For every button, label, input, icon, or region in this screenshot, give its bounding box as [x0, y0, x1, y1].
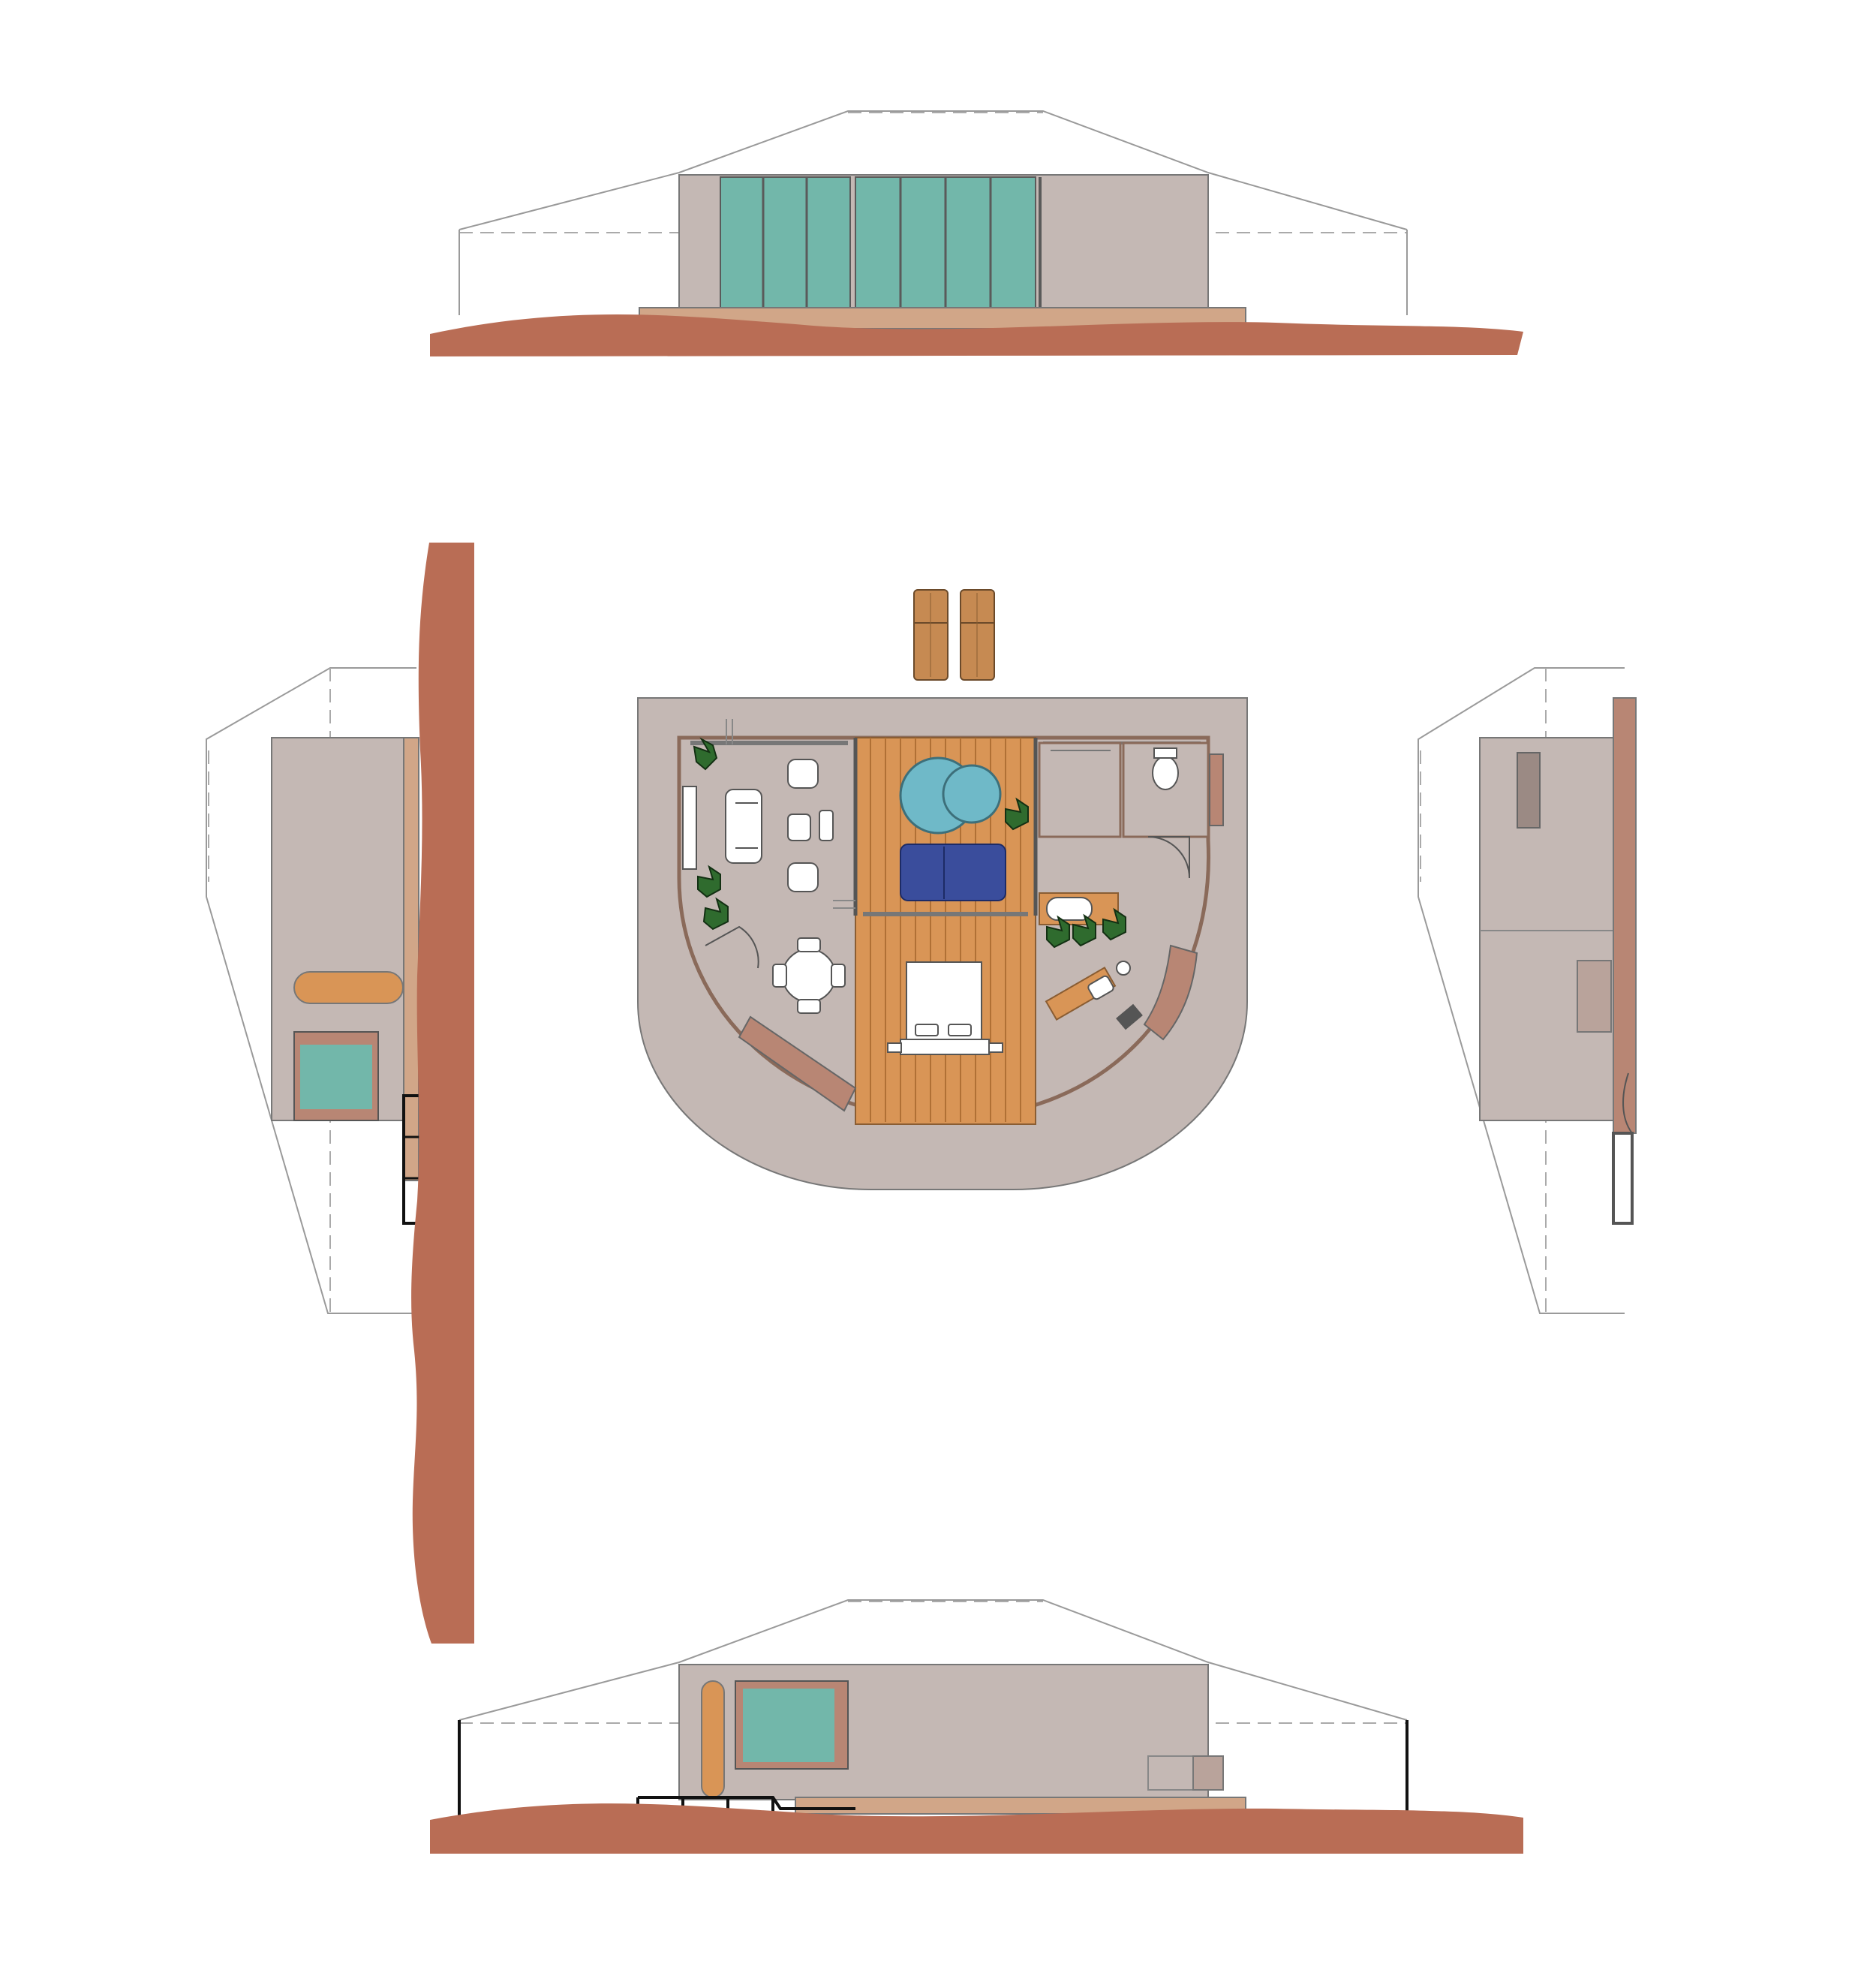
- armchair-icon-2: [787, 862, 819, 892]
- east-stair: [1612, 1132, 1634, 1225]
- east-vanity-box: [1577, 960, 1612, 1033]
- entry-door-swing: [705, 925, 759, 969]
- west-bench: [293, 971, 404, 1004]
- north-elevation: [430, 110, 1523, 356]
- south-canopy-outline: [458, 1599, 1408, 1721]
- west-ground: [411, 543, 474, 1644]
- west-elevation: [206, 543, 474, 1644]
- north-canopy-outline: [458, 110, 1408, 230]
- south-ground: [430, 1803, 1523, 1854]
- dining-set-icon: [772, 937, 846, 1014]
- south-window-glass: [743, 1689, 834, 1762]
- plant-icon: [693, 737, 1126, 949]
- west-deck-edge: [403, 737, 419, 1181]
- bathtub-icon: [1046, 897, 1093, 921]
- bathroom-door-swing: [1147, 836, 1190, 879]
- plan-blue-lounge: [900, 844, 1006, 901]
- desk-icon: [1045, 961, 1143, 1030]
- east-wall: [1479, 737, 1618, 1121]
- east-vent-grille: [1517, 752, 1541, 829]
- plan-plunge-pool: [899, 756, 1002, 835]
- plan-shower-room: [1038, 741, 1122, 838]
- south-deck: [795, 1797, 1246, 1815]
- bed-icon: [887, 961, 1003, 1055]
- coffee-table-icon: [819, 810, 834, 841]
- toilet-icon: [1152, 756, 1179, 790]
- floor-plan: [637, 589, 1248, 1190]
- plan-vanity: [1209, 753, 1224, 826]
- east-elevation: [1418, 667, 1637, 1314]
- east-deck-edge: [1613, 697, 1637, 1134]
- east-door-swing: [1622, 1072, 1633, 1134]
- sofa-icon: [725, 789, 762, 864]
- north-ground: [430, 314, 1523, 356]
- toilet-cistern: [1153, 747, 1177, 759]
- plan-window-seat-west: [738, 1015, 857, 1112]
- side-table-icon: [787, 814, 811, 841]
- armchair-icon: [787, 759, 819, 789]
- sun-loungers: [913, 589, 995, 681]
- south-bench: [701, 1680, 725, 1798]
- west-window-glass: [300, 1045, 372, 1109]
- east-canopy-outline: [1418, 667, 1625, 1314]
- plan-tv-unit: [682, 786, 697, 870]
- west-canopy-outline: [206, 667, 416, 1314]
- south-elevation: [430, 1599, 1523, 1854]
- south-storage-box-2: [1192, 1755, 1224, 1791]
- plan-window-seat-east: [1143, 944, 1198, 1041]
- north-glazing: [720, 176, 1042, 308]
